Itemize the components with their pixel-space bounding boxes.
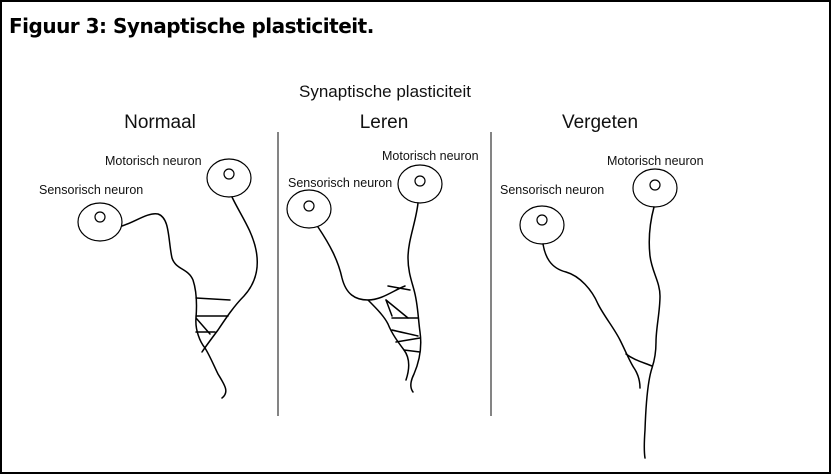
axons-normaal (122, 197, 257, 398)
panel-title-vergeten: Vergeten (562, 112, 638, 133)
motor-neuron-label-vergeten: Motorisch neuron (607, 154, 704, 168)
sensory-neuron-vergeten (520, 206, 564, 244)
panel-normaal: Normaal Motorisch neuron Sensorisch neur… (39, 112, 257, 398)
sensory-neuron-leren (287, 190, 331, 228)
motor-neuron-normaal (207, 159, 251, 197)
motor-neuron-leren (398, 165, 442, 203)
sensory-neuron-label-leren: Sensorisch neuron (288, 176, 392, 190)
motor-neuron-vergeten (633, 169, 677, 207)
motor-neuron-label-normaal: Motorisch neuron (105, 154, 202, 168)
panel-vergeten: Vergeten Motorisch neuron Sensorisch neu… (500, 112, 704, 458)
motor-neuron-label-leren: Motorisch neuron (382, 149, 479, 163)
synaptic-plasticity-diagram: Synaptische plasticiteit Normaal Motoris… (0, 0, 831, 462)
axons-leren (318, 203, 421, 392)
panel-leren: Leren Motorisch neuron Sensorisch neuron (287, 112, 479, 392)
diagram-title: Synaptische plasticiteit (299, 82, 471, 101)
sensory-neuron-label-vergeten: Sensorisch neuron (500, 183, 604, 197)
sensory-neuron-label-normaal: Sensorisch neuron (39, 183, 143, 197)
panel-title-leren: Leren (360, 112, 409, 133)
sensory-neuron-normaal (78, 203, 122, 241)
axons-vergeten (543, 207, 660, 458)
panel-title-normaal: Normaal (124, 112, 196, 133)
